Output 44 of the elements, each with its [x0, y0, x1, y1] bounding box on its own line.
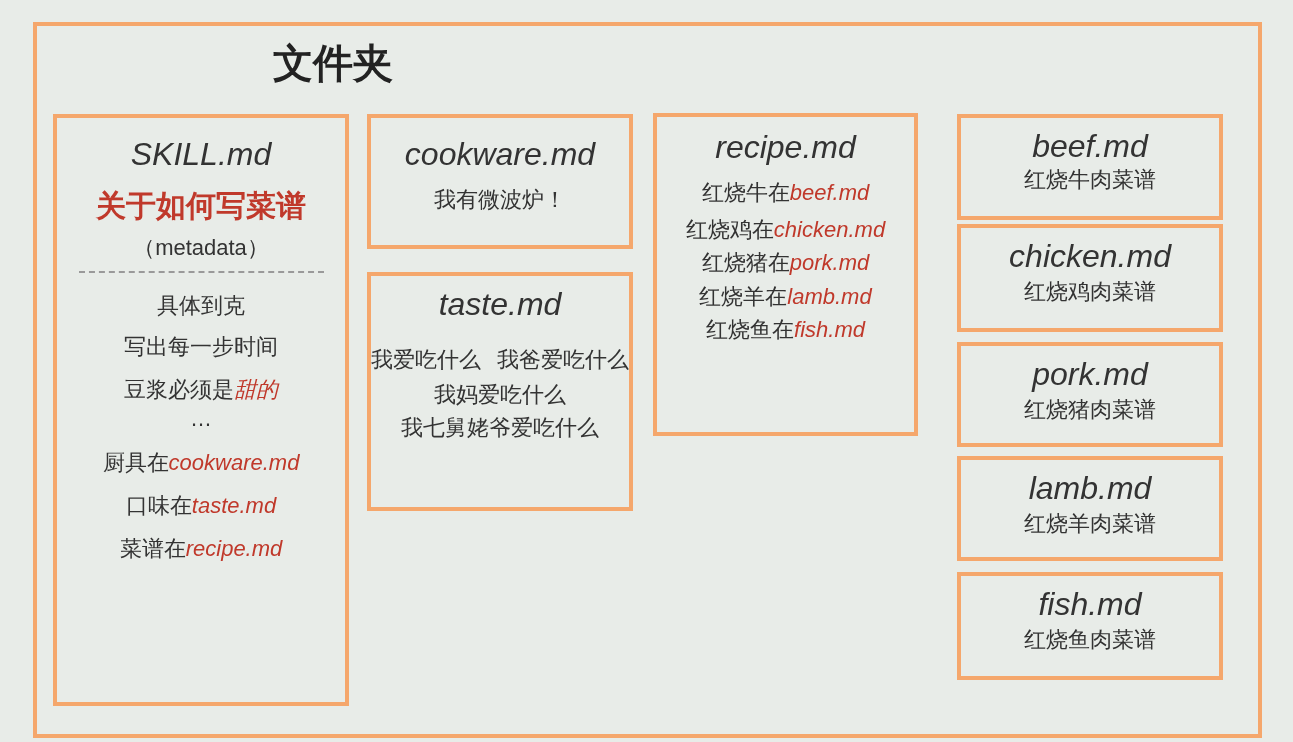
file-name-heading: pork.md	[1032, 356, 1148, 393]
file-box	[367, 272, 633, 511]
file-name-heading: chicken.md	[1009, 238, 1171, 275]
file-name-heading: taste.md	[438, 286, 562, 323]
note-text: 红烧鱼肉菜谱	[1024, 626, 1156, 653]
file-box	[957, 114, 1223, 220]
file-name-heading: recipe.md	[715, 129, 856, 166]
note-text: 豆浆必须是甜的	[124, 377, 278, 403]
note-text: 我有微波炉！	[434, 186, 566, 213]
note-text: 红烧羊肉菜谱	[1024, 510, 1156, 537]
file-box	[653, 113, 918, 436]
file-name-heading: lamb.md	[1028, 470, 1152, 507]
note-text: 我爸爱吃什么	[497, 346, 629, 373]
file-box	[957, 456, 1223, 561]
note-text: 红烧鱼在fish.md	[706, 317, 865, 343]
note-text: …	[190, 406, 212, 432]
note-text: 我七舅姥爷爱吃什么	[401, 415, 599, 441]
note-text: 厨具在cookware.md	[102, 449, 300, 476]
note-text: 写出每一步时间	[124, 333, 278, 360]
note-text: 我妈爱吃什么	[434, 382, 566, 408]
file-box	[957, 342, 1223, 447]
file-box	[957, 572, 1223, 680]
file-name-heading: beef.md	[1032, 128, 1148, 165]
note-text: 红烧鸡肉菜谱	[1024, 278, 1156, 305]
note-text: 口味在taste.md	[125, 493, 277, 519]
note-text: 红烧羊在lamb.md	[699, 283, 872, 309]
note-text: 菜谱在recipe.md	[119, 536, 283, 562]
file-name-heading: SKILL.md	[130, 136, 272, 173]
note-text: 红烧猪肉菜谱	[1024, 396, 1156, 423]
note-text: 我爱吃什么	[371, 346, 481, 373]
note-text: 具体到克	[157, 292, 245, 318]
file-box	[367, 114, 633, 249]
note-text: 红烧鸡在chicken.md	[685, 217, 886, 243]
note-text: （metadata）	[133, 235, 269, 261]
file-name-heading: fish.md	[1038, 586, 1142, 623]
note-text: 红烧猪在pork.md	[701, 250, 870, 276]
subtitle-text: 关于如何写菜谱	[96, 188, 306, 224]
note-text: 红烧牛肉菜谱	[1024, 166, 1156, 193]
file-box	[957, 224, 1223, 332]
note-text: 红烧牛在beef.md	[701, 179, 870, 206]
folder-title: 文件夹	[273, 40, 393, 86]
file-name-heading: cookware.md	[404, 136, 596, 173]
folder-frame	[33, 22, 1262, 738]
file-box	[53, 114, 349, 706]
